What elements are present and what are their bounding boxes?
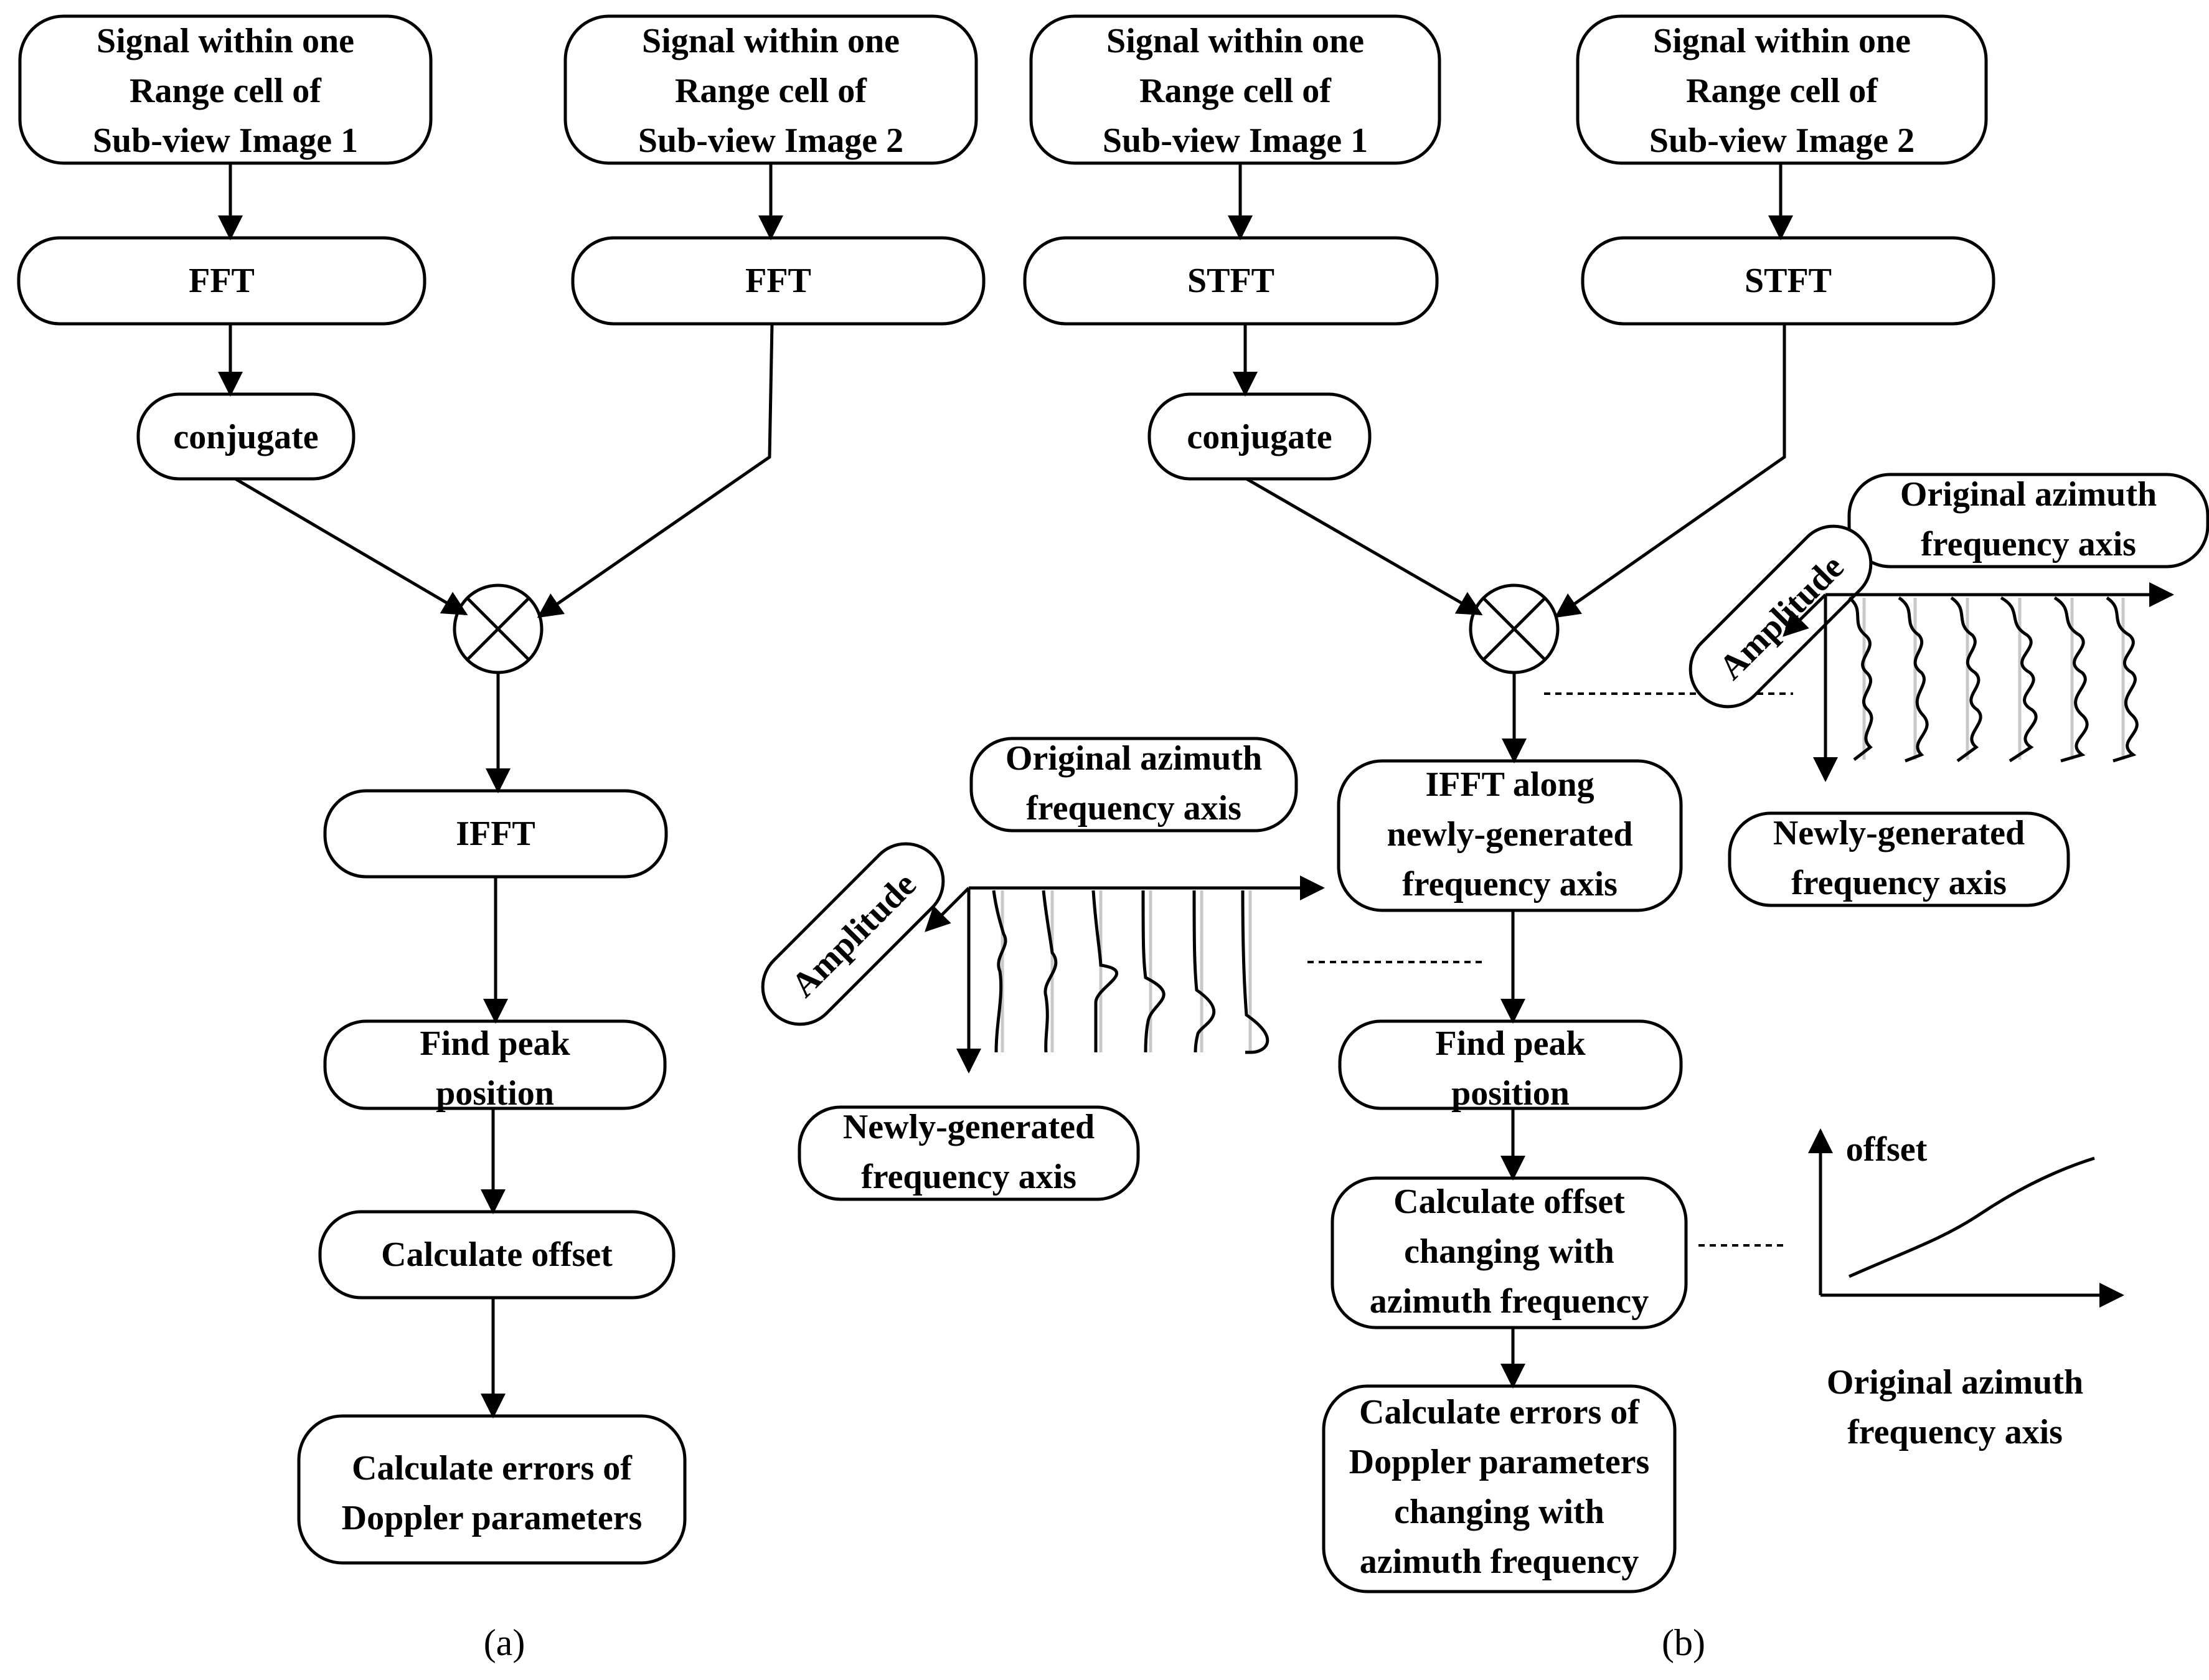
a-conjugate-box-label: conjugate [173, 418, 318, 456]
text-line: Find peak [1435, 1024, 1586, 1063]
text-line: IFFT [456, 814, 535, 853]
text-line: frequency axis [1921, 525, 2136, 564]
text-line: changing with [1394, 1493, 1604, 1531]
text-line: Signal within one [642, 22, 900, 60]
b-signal-box-1 [1029, 14, 1441, 165]
text-line: Calculate errors of [352, 1449, 633, 1488]
text-line: position [436, 1074, 554, 1113]
text-line: Sub-view Image 1 [1103, 121, 1368, 160]
text-line: Find peak [420, 1024, 570, 1063]
text-line: frequency axis [1847, 1413, 2063, 1451]
text-line: STFT [1187, 262, 1274, 300]
b-conjugate-box-label: conjugate [1187, 418, 1332, 456]
b-ifft-plot-top-label-box [969, 737, 1298, 833]
text-line: Range cell of [1686, 72, 1878, 110]
text-line: Calculate errors of [1359, 1393, 1640, 1432]
b-conjugate-box [1147, 392, 1372, 481]
b-offset-plot-ylabel: offset [1846, 1130, 1928, 1169]
a-conjugate-box [136, 392, 356, 481]
text-line: Newly-generated [1773, 814, 2025, 852]
b-caption: (b) [1662, 1622, 1705, 1663]
b-ifft-plot-top-label: Original azimuth frequency axis [1006, 739, 1262, 828]
b-stft-plot-bottom-label: Newly-generated frequency axis [1773, 814, 2025, 902]
text-line: Doppler parameters [342, 1499, 643, 1537]
text-line: conjugate [173, 418, 318, 456]
b-stft-box-1-label: STFT [1187, 262, 1274, 300]
text-line: frequency axis [1402, 865, 1618, 904]
text-line: Range cell of [130, 72, 322, 110]
text-line: frequency axis [1026, 789, 1241, 828]
text-line: conjugate [1187, 418, 1332, 456]
b-stft-box-2-label: STFT [1745, 262, 1832, 300]
a-fft-box-2-label: FFT [745, 262, 811, 300]
b-ifft-box-label: IFFT along newly-generated frequency axis [1387, 765, 1632, 904]
b-stft-plot-amplitude-pill [1689, 524, 1873, 709]
text-line: Signal within one [1653, 22, 1911, 60]
text-line: azimuth frequency [1370, 1282, 1649, 1321]
text-line: position [1451, 1074, 1570, 1113]
text-line: newly-generated [1387, 815, 1632, 854]
b-stft-plot-top-label-box [1847, 473, 2209, 569]
text-line: Original azimuth [1827, 1363, 2083, 1402]
text-line: frequency axis [861, 1158, 1076, 1196]
text-line: Original azimuth [1006, 739, 1262, 778]
b-ifft-plot-amplitude-pill [761, 842, 945, 1026]
text-line: Signal within one [97, 22, 354, 60]
text-line: Doppler parameters [1349, 1443, 1650, 1481]
text-line: azimuth frequency [1360, 1542, 1639, 1581]
b-offset-plot: offset Original azimuth frequency axis [1808, 1128, 2124, 1451]
text-line: Sub-view Image 2 [638, 121, 903, 160]
a-ifft-box-label: IFFT [456, 814, 535, 853]
a-calc-errors-box-label: Calculate errors of Doppler parameters [342, 1449, 643, 1537]
text-line: Range cell of [1139, 72, 1332, 110]
text-line: Sub-view Image 2 [1649, 121, 1915, 160]
text-line: IFFT along [1425, 765, 1594, 804]
b-offset-curve [1848, 1156, 2095, 1278]
text-line: Calculate offset [1393, 1182, 1625, 1221]
text-line: Calculate offset [381, 1235, 613, 1274]
text-line: Sub-view Image 1 [93, 121, 358, 160]
a-calc-offset-box-label: Calculate offset [381, 1235, 613, 1274]
a-fft-box-1-label: FFT [189, 262, 255, 300]
text-line: Range cell of [675, 72, 867, 110]
text-line: Signal within one [1106, 22, 1364, 60]
b-offset-plot-xlabel: Original azimuth frequency axis [1827, 1363, 2083, 1451]
text-line: Original azimuth [1900, 475, 2157, 514]
text-line: frequency axis [1791, 864, 2007, 902]
text-line: FFT [189, 262, 255, 300]
b-ifft-plot-bottom-label: Newly-generated frequency axis [843, 1108, 1095, 1196]
a-find-peak-box-label: Find peak position [420, 1024, 570, 1113]
text-line: STFT [1745, 262, 1832, 300]
text-line: Newly-generated [843, 1108, 1095, 1146]
b-calc-offset-box-label: Calculate offset changing with azimuth fre… [1370, 1182, 1649, 1321]
text-line: changing with [1404, 1232, 1614, 1271]
b-ifft-plot-bottom-label-box [798, 1105, 1140, 1201]
b-find-peak-box-label: Find peak position [1435, 1024, 1586, 1113]
b-calc-errors-box [1322, 1384, 1677, 1593]
text-line: FFT [745, 262, 811, 300]
a-calc-errors-box [297, 1414, 687, 1565]
b-calc-errors-box-label: Calculate errors of Doppler parameters cha… [1349, 1393, 1650, 1581]
a-signal-box-1 [18, 14, 433, 165]
a-caption: (a) [484, 1622, 525, 1663]
b-stft-plot-bottom-label-box [1728, 811, 2070, 907]
b-stft-plot-top-label: Original azimuth frequency axis [1900, 475, 2157, 564]
